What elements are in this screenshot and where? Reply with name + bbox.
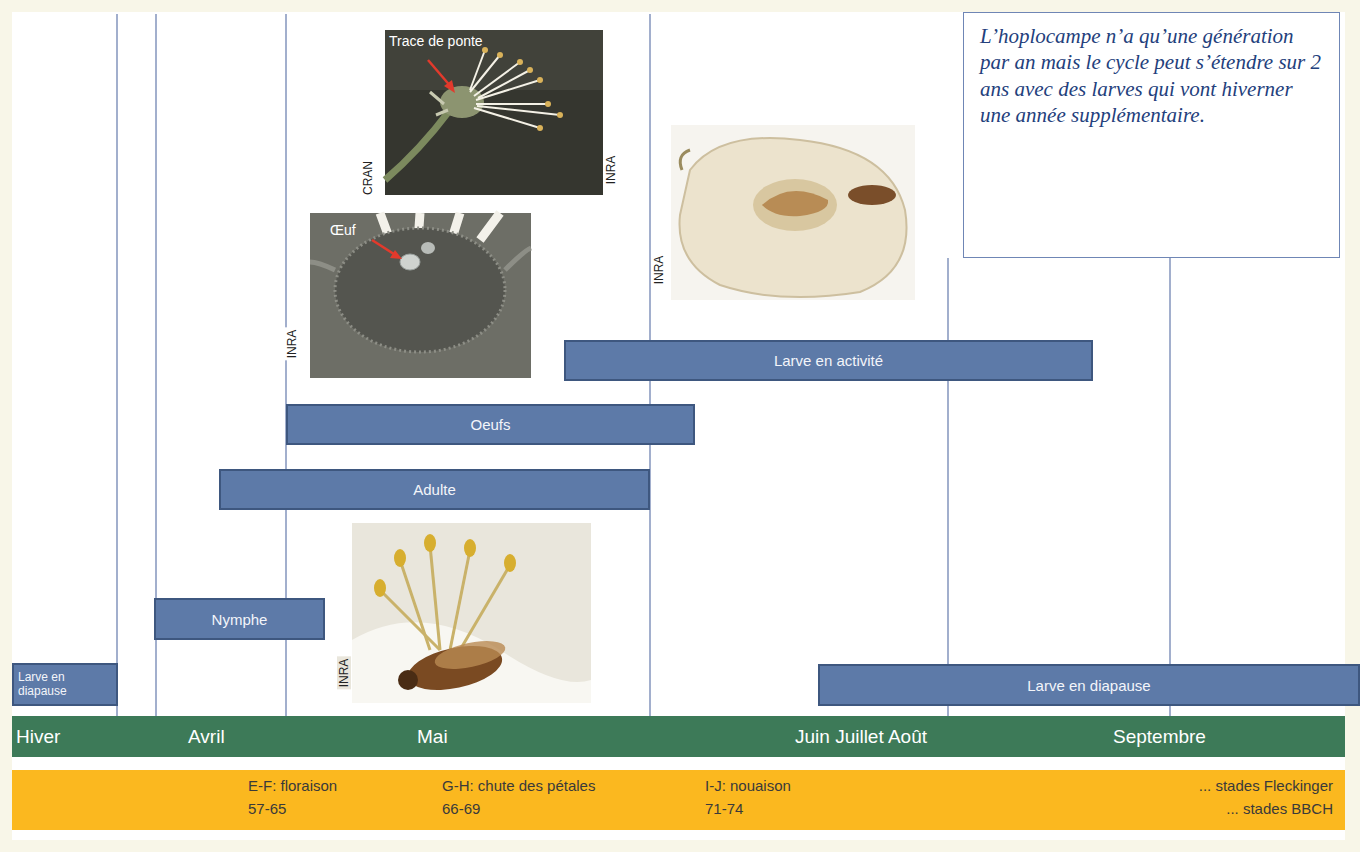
band-label: 57-65 bbox=[248, 800, 286, 817]
petal bbox=[352, 622, 591, 703]
box-text: Larve en activité bbox=[774, 352, 883, 369]
photo-ground bbox=[671, 125, 915, 300]
box-text: Oeufs bbox=[470, 416, 510, 433]
band-label: Septembre bbox=[1113, 726, 1206, 748]
band-label: 71-74 bbox=[705, 800, 743, 817]
stage-bar: Larve en diapause bbox=[12, 663, 118, 706]
photo-credit: INRA bbox=[604, 154, 618, 187]
photo-credit: INRA bbox=[337, 657, 351, 690]
photo-annotation: Trace de ponte bbox=[389, 33, 483, 49]
stage-bar: Larve en diapause bbox=[818, 664, 1360, 706]
box-text: Nymphe bbox=[212, 611, 268, 628]
stem bbox=[385, 110, 450, 180]
photo-egg bbox=[310, 213, 531, 378]
box-text: Larve en diapause bbox=[18, 671, 112, 699]
egg-bump bbox=[421, 242, 435, 254]
box-text: Larve en diapause bbox=[1027, 677, 1150, 694]
photo-annotation: Œuf bbox=[330, 222, 356, 238]
stage-bar: Nymphe bbox=[154, 598, 325, 640]
photo-ground bbox=[310, 213, 531, 378]
band-label: ... stades BBCH bbox=[1226, 800, 1333, 817]
band-label: E-F: floraison bbox=[248, 777, 337, 794]
photo-ground bbox=[352, 523, 591, 703]
receptacle bbox=[440, 86, 484, 118]
stage-bar: Adulte bbox=[219, 469, 650, 510]
band-label: Mai bbox=[417, 726, 448, 748]
stage-bar: Larve en activité bbox=[564, 340, 1093, 381]
photo-credit: INRA bbox=[652, 254, 666, 287]
anthers bbox=[374, 534, 516, 597]
divider-line bbox=[649, 14, 651, 757]
insect-wing bbox=[432, 636, 507, 674]
photo-adult bbox=[352, 523, 591, 703]
insect-head bbox=[398, 670, 418, 690]
stage-band: E-F: floraison 57-65 G-H: chute des pétale… bbox=[12, 770, 1345, 830]
stage-bar: Oeufs bbox=[286, 404, 695, 445]
photo-ground bbox=[385, 30, 603, 195]
sepals bbox=[430, 92, 448, 115]
sepals bbox=[310, 248, 531, 270]
gallery bbox=[753, 179, 837, 231]
month-band: Hiver Avril Mai Juin Juillet Août Septembre bbox=[12, 716, 1345, 757]
photo-credit: INRA bbox=[285, 328, 299, 361]
band-label: I-J: nouaison bbox=[705, 777, 791, 794]
stamens bbox=[380, 545, 510, 650]
divider-line bbox=[285, 14, 287, 757]
box-text: Adulte bbox=[413, 481, 456, 498]
photo-flower-oviposition bbox=[385, 30, 603, 195]
band-label: 66-69 bbox=[442, 800, 480, 817]
band-label: Avril bbox=[188, 726, 225, 748]
band-label: ... stades Fleckinger bbox=[1199, 777, 1333, 794]
band-label: Hiver bbox=[16, 726, 60, 748]
arrow-head bbox=[444, 80, 455, 93]
divider-line bbox=[155, 14, 157, 757]
hairs bbox=[335, 228, 505, 352]
calyx bbox=[680, 150, 690, 170]
divider-line bbox=[116, 14, 118, 757]
photo-fruit-section bbox=[671, 125, 915, 300]
larva bbox=[762, 191, 828, 216]
egg bbox=[400, 254, 420, 270]
band-label: G-H: chute des pétales bbox=[442, 777, 595, 794]
frass-tunnel bbox=[848, 185, 896, 205]
box-text: L’hoplocampe n’a qu’une génération par a… bbox=[980, 23, 1325, 129]
fruit-flesh bbox=[680, 138, 907, 297]
stamens bbox=[470, 50, 560, 128]
receptacle bbox=[335, 228, 505, 352]
note-box: L’hoplocampe n’a qu’une génération par a… bbox=[963, 12, 1340, 258]
anthers bbox=[482, 47, 563, 131]
arrow-head bbox=[390, 250, 402, 259]
photo-credit: CRAN bbox=[361, 159, 375, 197]
band-label: Juin Juillet Août bbox=[795, 726, 927, 748]
